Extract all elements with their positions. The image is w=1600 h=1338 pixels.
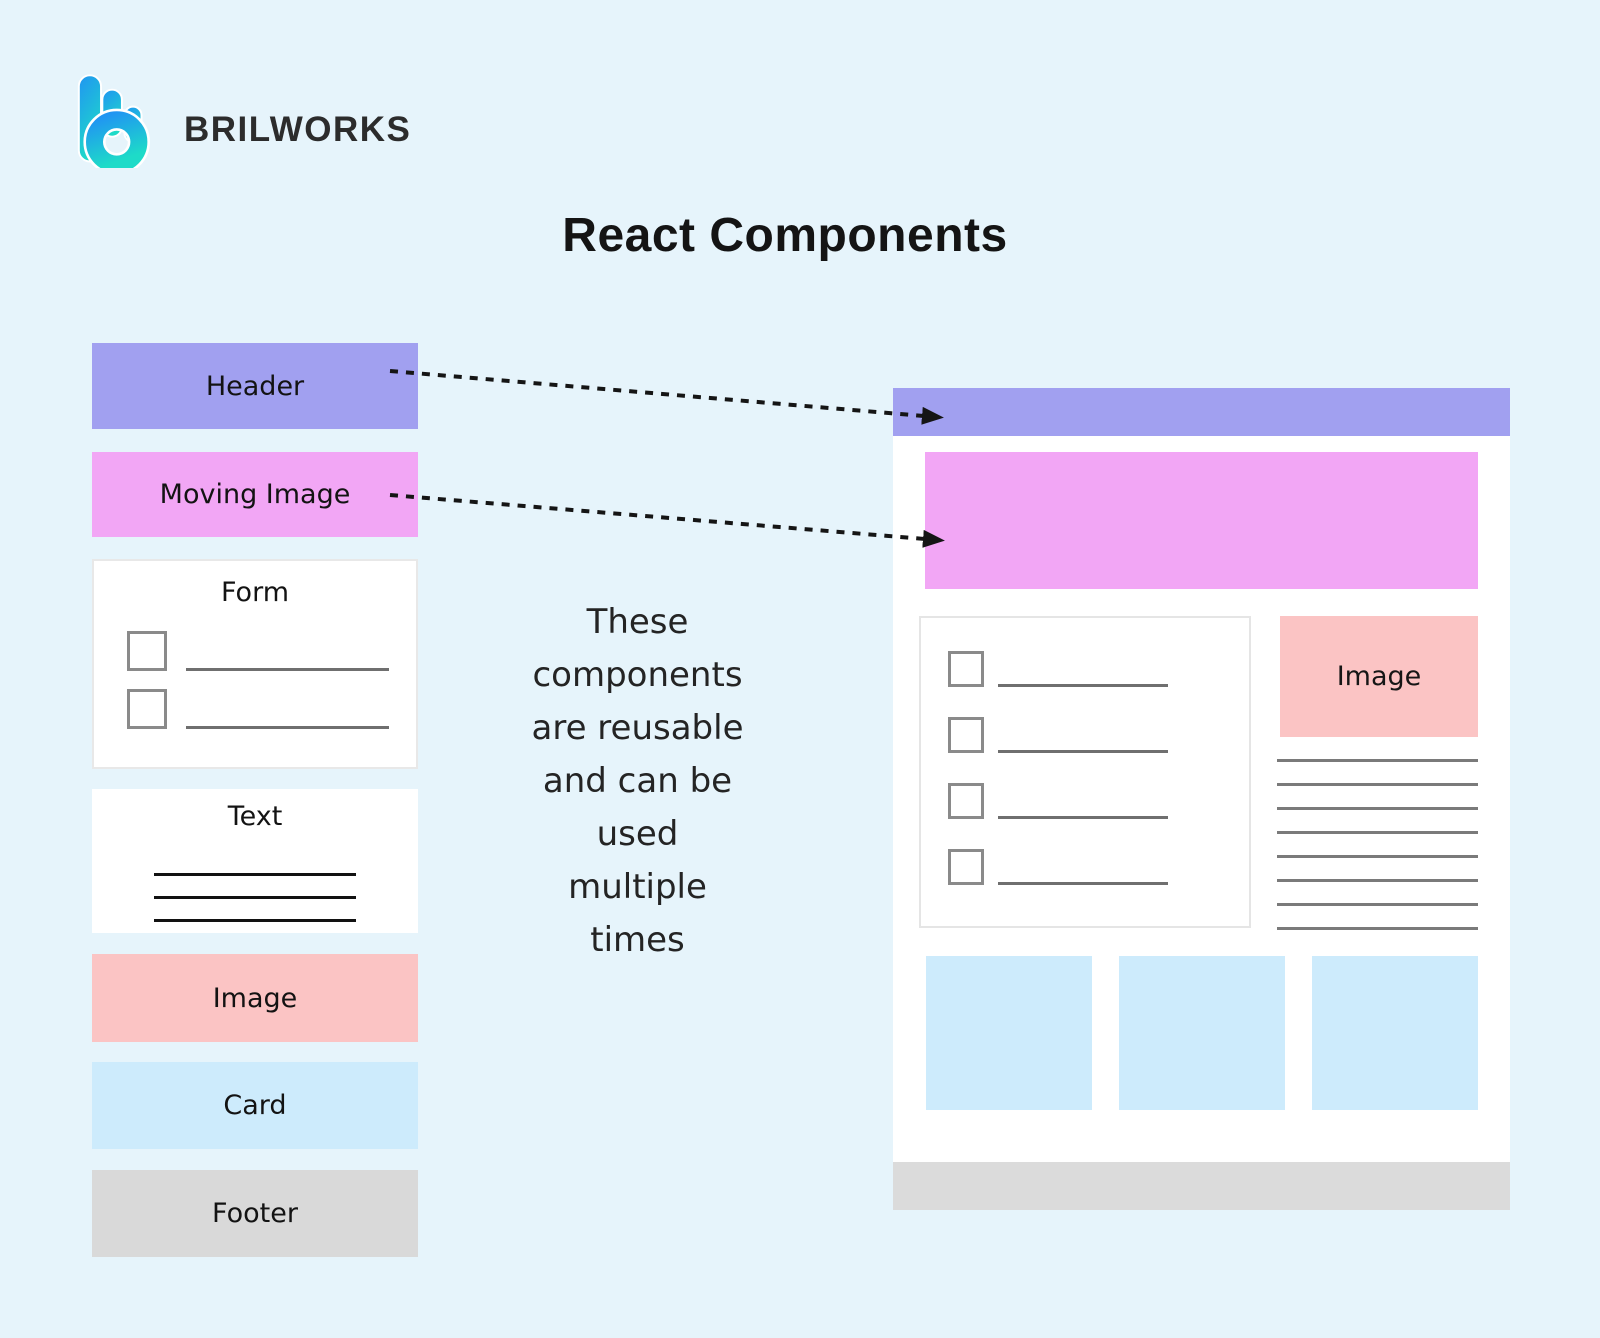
- note-line: multiple: [568, 867, 707, 907]
- mockup-image-block: Image: [1280, 616, 1478, 737]
- note-line: are reusable: [531, 708, 744, 748]
- input-line: [186, 726, 389, 729]
- mockup-card: [926, 956, 1092, 1110]
- text-line: [1277, 807, 1478, 810]
- mockup-form: [919, 616, 1251, 928]
- checkbox-icon: [948, 651, 984, 687]
- component-label: Text: [227, 801, 283, 832]
- component-block-footer: Footer: [92, 1170, 418, 1257]
- checkbox-icon: [948, 717, 984, 753]
- component-block-image: Image: [92, 954, 418, 1042]
- component-block-text: Text: [92, 789, 418, 933]
- mockup-header-bar: [893, 388, 1510, 436]
- text-line: [1277, 903, 1478, 906]
- arrow-moving-image-to-mockup: [389, 493, 945, 548]
- checkbox-icon: [948, 783, 984, 819]
- component-label: Header: [205, 370, 305, 402]
- brand-wordmark: BRILWORKS: [184, 110, 412, 149]
- component-block-card: Card: [92, 1062, 418, 1149]
- text-line: [1277, 927, 1478, 930]
- checkbox-icon: [127, 689, 167, 729]
- mockup-image-label: Image: [1336, 661, 1422, 692]
- assembled-page-mockup: Image: [893, 388, 1510, 1210]
- component-label: Image: [212, 982, 298, 1014]
- input-line: [998, 816, 1168, 819]
- component-label: Card: [223, 1090, 287, 1121]
- mockup-footer-bar: [893, 1162, 1510, 1210]
- text-line: [1277, 831, 1478, 834]
- component-block-moving-image: Moving Image: [92, 452, 418, 537]
- text-line: [154, 919, 356, 922]
- component-label: Footer: [212, 1198, 298, 1229]
- mockup-card: [1119, 956, 1285, 1110]
- note-line: These: [586, 602, 689, 642]
- input-line: [998, 750, 1168, 753]
- component-block-form: Form: [92, 559, 418, 769]
- note-line: used: [596, 814, 679, 854]
- mockup-card: [1312, 956, 1478, 1110]
- page-title: React Components: [562, 209, 1008, 262]
- note-line: and can be: [542, 761, 733, 801]
- checkbox-icon: [127, 631, 167, 671]
- text-line: [1277, 855, 1478, 858]
- component-block-header: Header: [92, 343, 418, 429]
- component-label: Moving Image: [159, 479, 351, 510]
- input-line: [998, 882, 1168, 885]
- brilworks-logo: BRILWORKS: [76, 74, 411, 168]
- mockup-moving-image-banner: [925, 452, 1478, 589]
- arrow-header-to-mockup: [389, 369, 944, 425]
- text-line: [1277, 879, 1478, 882]
- note-line: components: [532, 655, 743, 695]
- text-line: [154, 896, 356, 899]
- brilworks-hand-b-icon: [77, 74, 150, 168]
- center-note: These components are reusable and can be…: [450, 596, 825, 967]
- text-line: [154, 873, 356, 876]
- input-line: [998, 684, 1168, 687]
- text-line: [1277, 759, 1478, 762]
- input-line: [186, 668, 389, 671]
- checkbox-icon: [948, 849, 984, 885]
- component-label: Form: [220, 577, 289, 608]
- text-line: [1277, 783, 1478, 786]
- note-line: times: [590, 920, 685, 960]
